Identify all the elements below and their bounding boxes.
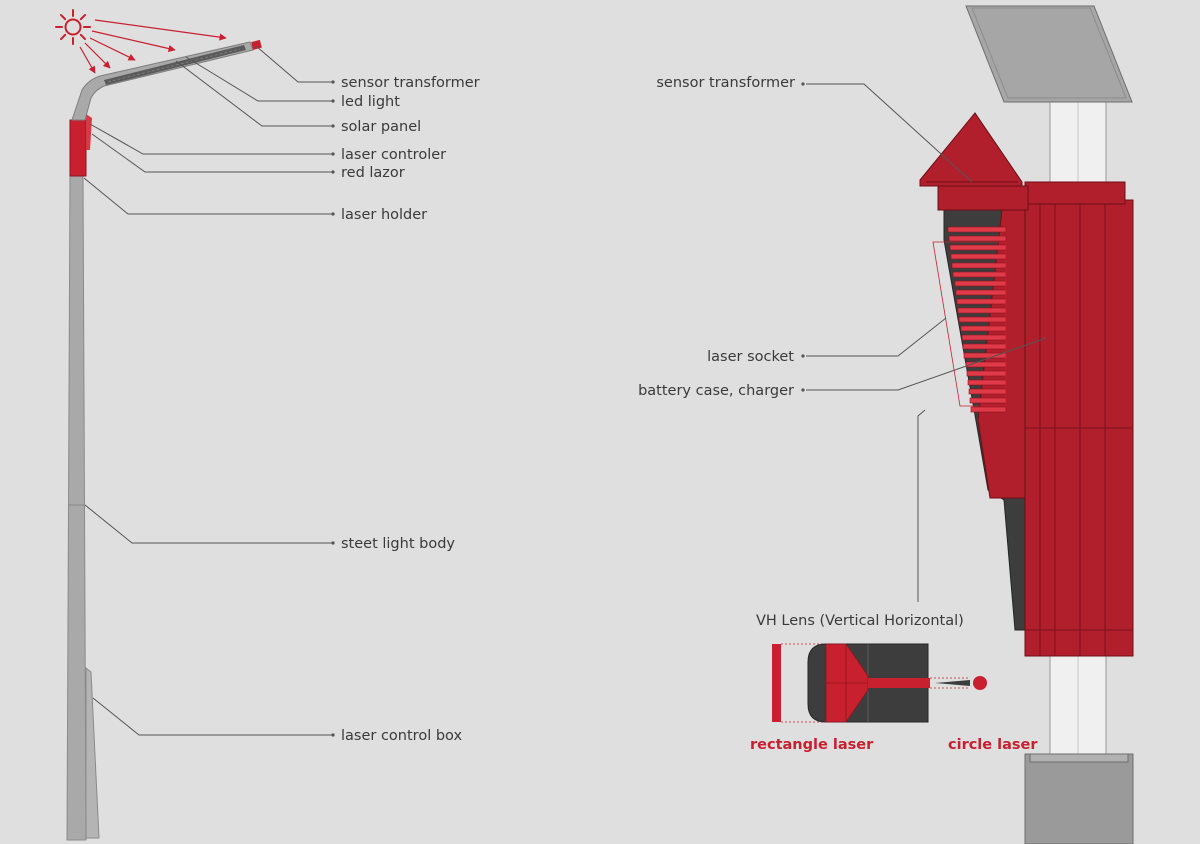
laser-holder [69,119,87,177]
left-leader-dots [331,80,335,737]
label-rectangle-laser: rectangle laser [750,737,874,753]
street-light-drawing [55,9,262,841]
laser-socket-fins [947,226,1007,413]
sensor-transformer-tip [251,39,262,50]
solar-panel [104,45,246,85]
circle-laser-dot [973,676,987,690]
label-laser-holder: laser holder [341,207,427,223]
detail-solar-panel [965,5,1133,103]
vh-lens-beam [868,678,930,688]
label-solar-panel: solar panel [341,119,421,135]
vh-lens [772,643,987,723]
laser-control-box [85,666,100,839]
right-leader-lines [806,83,1047,602]
left-labels: sensor transformer led light solar panel… [341,75,480,744]
detail-sensor-transformer [919,112,1023,187]
sun-rays [79,19,227,74]
laser-socket-outline [932,241,1007,407]
label-laser-control-box: laser control box [341,728,462,744]
label-laser-socket: laser socket [707,349,794,365]
right-leader-dots [801,82,805,392]
street-light-body [66,175,87,841]
label-circle-laser: circle laser [948,737,1038,753]
label-vh-lens: VH Lens (Vertical Horizontal) [756,613,964,629]
label-battery-case: battery case, charger [638,383,794,399]
label-street-light-body: steet light body [341,536,455,552]
label-laser-controler: laser controler [341,147,446,163]
led-light [107,48,241,83]
detail-drawing [772,5,1134,844]
label-led-light: led light [341,94,400,110]
label-red-lazor: red lazor [341,165,405,181]
right-labels: sensor transformer laser socket battery … [638,75,1038,753]
left-leader-lines [83,45,333,736]
sun-icon [55,9,91,45]
red-lazor [86,114,92,150]
rectangle-laser-beam [772,644,781,722]
label-sensor-transformer: sensor transformer [341,75,480,91]
detail-base-box [1024,753,1134,844]
label-detail-sensor-transformer: sensor transformer [656,75,795,91]
